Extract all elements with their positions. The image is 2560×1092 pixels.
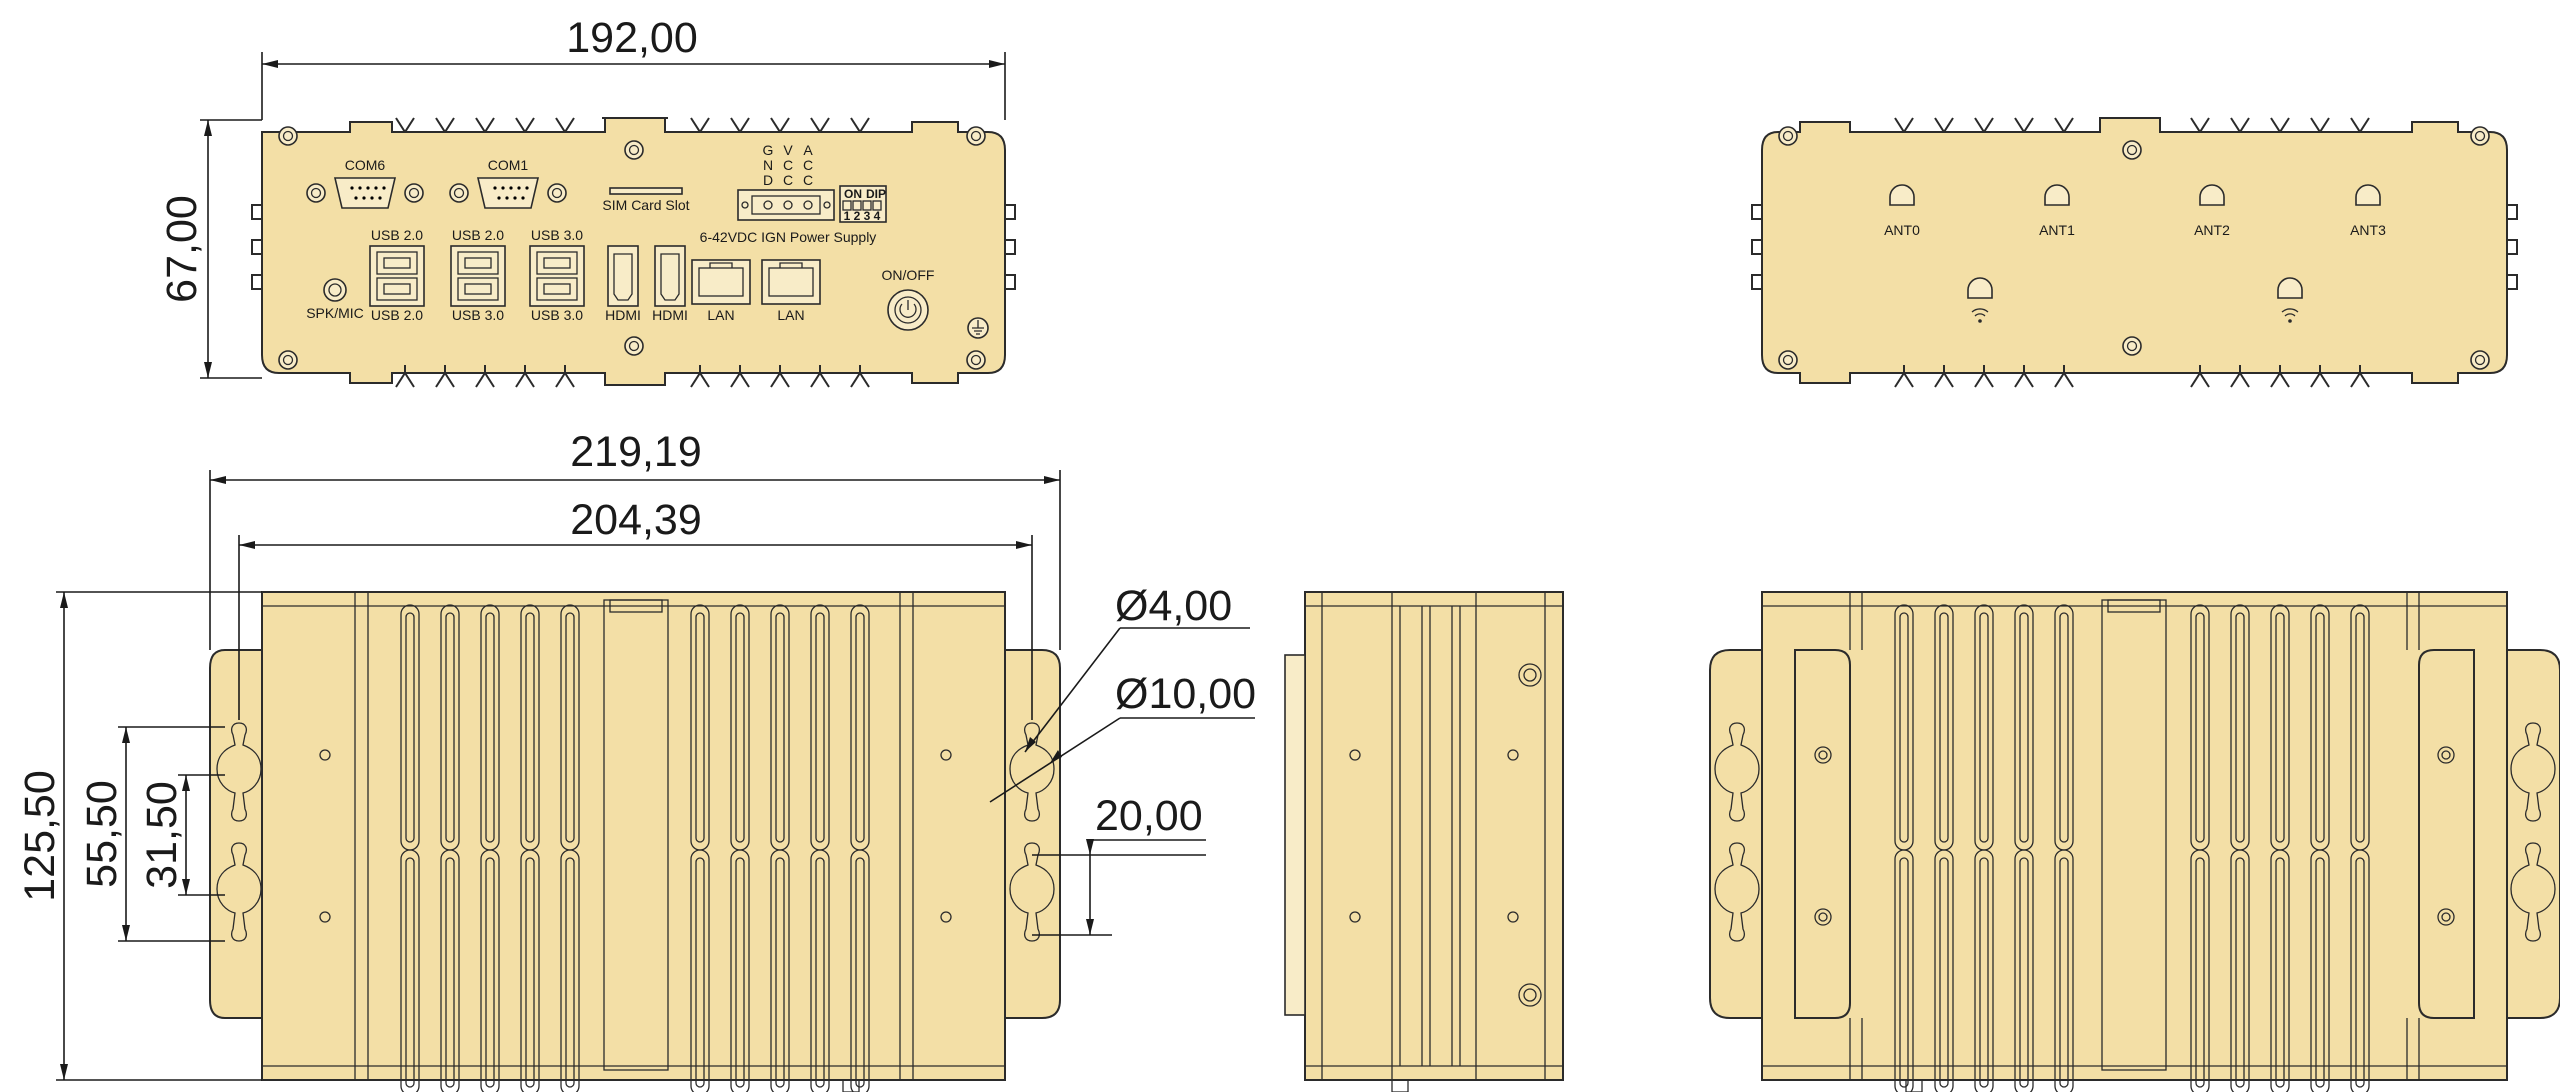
side-view [1284,591,1564,1092]
usb-stack-1: USB 2.0 USB 2.0 [369,227,425,323]
lan-port-1: LAN [691,259,751,323]
dim-hole-large: Ø10,00 [989,670,1256,803]
power-terminal: G N D V C C A C C 6-42VDC IGN Power Supp… [700,142,877,245]
dim-mount-spacing-label: 204,39 [570,496,702,544]
dim-hole-small: Ø4,00 [1024,582,1250,753]
screw-icon [966,126,986,146]
rear-side-notches [1751,204,2518,290]
dim-overall-width-label: 219,19 [570,428,702,476]
front-view: COM6 COM1 SIM Card Slot G N D V C C A C … [251,117,1016,388]
usb-stack-3: USB 3.0 USB 3.0 [529,227,585,323]
antenna-port-2: ANT2 [2194,184,2230,238]
hdmi-label-1: HDMI [605,307,641,323]
dim-overall-width: 219,19 [209,428,1061,650]
hdmi-label-2: HDMI [652,307,688,323]
screw-icon [278,126,298,146]
dip-switch: ON DIP 1 2 3 4 [839,185,887,223]
screw-icon [278,350,298,370]
dim-overall-depth-label: 125,50 [16,770,64,902]
usb-stack-2: USB 2.0 USB 3.0 [450,227,506,323]
dip-2: 2 [854,209,861,223]
pin-a: A [803,142,813,158]
pin-g: G [763,142,774,158]
ant3-label: ANT3 [2350,222,2386,238]
front-side-notches [251,204,1016,290]
usb-bottom-label-1: USB 2.0 [371,307,423,323]
ant0-label: ANT0 [1884,222,1920,238]
usb-bottom-label-2: USB 3.0 [452,307,504,323]
dim-bracket-span: 55,50 [78,726,225,942]
antenna-port-0: ANT0 [1884,184,1920,238]
pin-c3: C [803,157,813,173]
com6-port: COM6 [306,157,424,209]
com1-port: COM1 [449,157,567,209]
pin-d: D [763,172,773,188]
wifi-icon [1971,308,1989,323]
hdmi-port-1: HDMI [605,245,641,323]
pin-c1: C [783,157,793,173]
antenna-port-3: ANT3 [2350,184,2386,238]
screw-icon [966,350,986,370]
dim-front-height-label: 67,00 [158,195,206,303]
dim-hole-small-label: Ø4,00 [1115,582,1232,630]
spk-mic-label: SPK/MIC [306,305,364,321]
dim-slot-span-label: 31,50 [138,781,186,889]
dim-bracket-span-label: 55,50 [78,780,126,888]
dim-front-width: 192,00 [261,14,1006,120]
usb-top-label-3: USB 3.0 [531,227,583,243]
top-view-body [261,591,1006,1081]
wifi-port-1 [1967,277,1993,323]
ant1-label: ANT1 [2039,222,2075,238]
on-off-label: ON/OFF [882,267,935,283]
pin-n: N [763,157,773,173]
wifi-icon [2281,308,2299,323]
screw-icon [624,336,644,356]
power-button[interactable]: ON/OFF [882,267,935,331]
top-view [209,591,1061,1092]
usb-top-label-1: USB 2.0 [371,227,423,243]
dip-3: 3 [864,209,871,223]
power-icon [899,300,917,318]
sim-card-slot: SIM Card Slot [602,187,690,213]
right-mount-bracket [1004,649,1061,1019]
dim-front-width-label: 192,00 [566,14,698,62]
rear-panel-body [1761,117,2508,384]
dim-overall-depth: 125,50 [16,591,262,1081]
dim-mount-spacing: 204,39 [238,496,1033,720]
screw-icon [624,140,644,160]
antenna-port-1: ANT1 [2039,184,2075,238]
com6-label: COM6 [345,157,386,173]
dim-slot-offset-label: 20,00 [1095,792,1203,840]
lan-label-1: LAN [707,307,734,323]
lan-port-2: LAN [761,259,821,323]
dim-hole-large-label: Ø10,00 [1115,670,1256,718]
lan-label-2: LAN [777,307,804,323]
usb-bottom-label-3: USB 3.0 [531,307,583,323]
pin-c2: C [783,172,793,188]
dip-label: DIP [866,187,886,201]
wifi-port-2 [2277,277,2303,323]
spk-mic-jack: SPK/MIC [306,278,364,321]
dim-slot-offset: 20,00 [1032,792,1206,936]
power-supply-label: 6-42VDC IGN Power Supply [700,229,877,245]
rear-view: ANT0 ANT1 ANT2 ANT3 [1751,117,2518,388]
dim-front-height: 67,00 [158,119,262,379]
com1-label: COM1 [488,157,529,173]
dip-4: 4 [874,209,881,223]
sim-slot-label: SIM Card Slot [602,197,689,213]
dip-on-label: ON [844,187,862,201]
dim-slot-span: 31,50 [138,774,225,896]
bottom-view-body [1761,591,2508,1081]
left-mount-bracket [209,649,263,1019]
dip-1: 1 [844,209,851,223]
hdmi-port-2: HDMI [652,245,688,323]
pin-v: V [783,142,793,158]
pin-c4: C [803,172,813,188]
usb-top-label-2: USB 2.0 [452,227,504,243]
ground-icon [967,317,989,339]
ant2-label: ANT2 [2194,222,2230,238]
bottom-view [1709,591,2560,1092]
